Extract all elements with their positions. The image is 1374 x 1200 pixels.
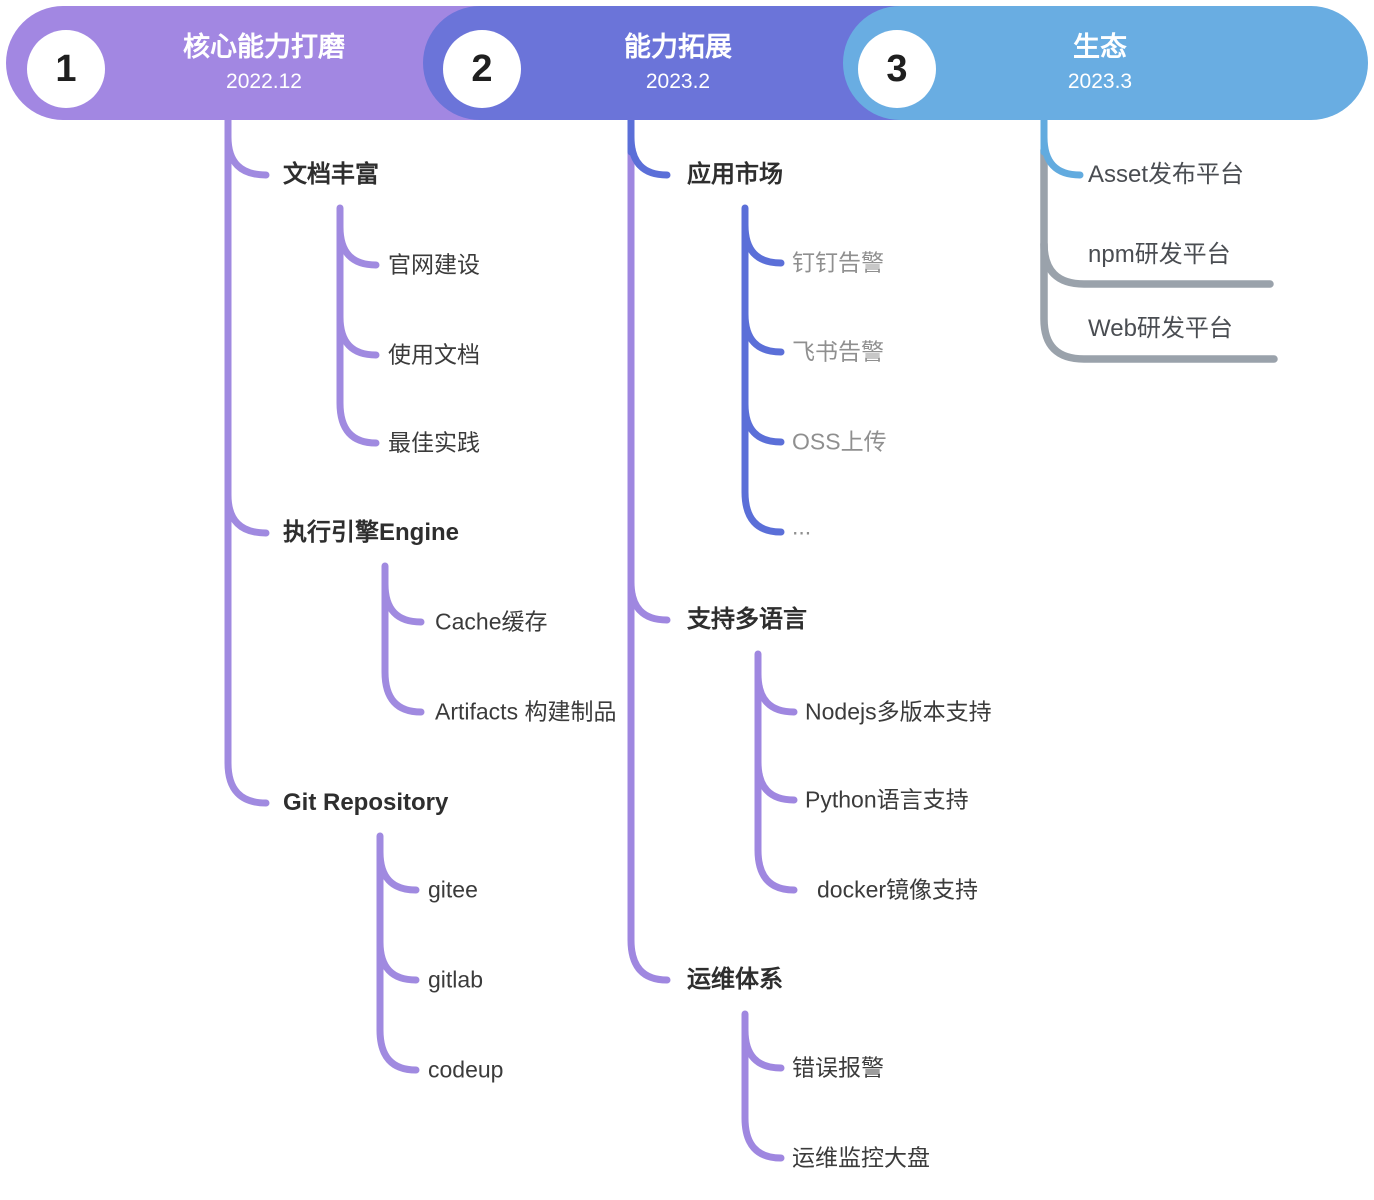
phase1-item-gitee: gitee — [428, 876, 478, 903]
phase2-item-nodejs: Nodejs多版本支持 — [805, 698, 992, 725]
phase3-branches-gray — [1040, 146, 1278, 363]
phase2-item-docker: docker镜像支持 — [817, 876, 979, 903]
phase1-item-codeup: codeup — [428, 1056, 504, 1083]
phase2-item-dingtalk-alert: 钉钉告警 — [792, 249, 884, 276]
phase-2-number-badge: 2 — [443, 30, 521, 108]
phase2-item-oss-upload: OSS上传 — [792, 428, 887, 455]
phase2-item-ellipsis: ... — [792, 513, 812, 540]
phase2-item-ops-system: 运维体系 — [687, 966, 783, 993]
phase1-item-usage-docs: 使用文档 — [388, 341, 480, 368]
phase2-item-ops-dashboard: 运维监控大盘 — [792, 1144, 930, 1171]
phase-1-title: 核心能力打磨 — [183, 31, 345, 62]
phase-3-title: 生态 — [1073, 31, 1127, 62]
phase-2-title: 能力拓展 — [624, 31, 732, 62]
phase1-item-best-practice: 最佳实践 — [388, 429, 480, 456]
phase-3-number-badge: 3 — [858, 30, 936, 108]
phase-3-pill: 3 生态 2023.3 — [843, 6, 1368, 120]
phase1-item-docs: 文档丰富 — [283, 161, 379, 188]
phase1-item-engine: 执行引擎Engine — [283, 519, 460, 546]
phase2-branches-purple — [627, 144, 798, 1162]
phase3-item-npm-platform: npm研发平台 — [1088, 241, 1231, 268]
phase1-item-cache: Cache缓存 — [435, 608, 548, 635]
phase-1-date: 2022.12 — [226, 70, 302, 94]
phase2-item-multi-language: 支持多语言 — [687, 606, 807, 633]
phase1-branches — [224, 116, 425, 1074]
phase1-item-official-site: 官网建设 — [388, 251, 480, 278]
phase2-branches-blue — [627, 114, 785, 536]
phase2-item-app-market: 应用市场 — [687, 161, 783, 188]
phase-3-date: 2023.3 — [1067, 70, 1133, 94]
phase3-item-web-platform: Web研发平台 — [1088, 315, 1233, 342]
phase1-item-gitlab: gitlab — [428, 966, 483, 993]
phase-2-date: 2023.2 — [645, 70, 711, 94]
phase1-item-git-repository: Git Repository — [283, 789, 449, 816]
phase3-branches-blue — [1040, 114, 1084, 179]
phase-1-number-badge: 1 — [27, 30, 105, 108]
phase1-item-artifacts: Artifacts 构建制品 — [435, 698, 617, 725]
phase2-item-feishu-alert: 飞书告警 — [792, 338, 884, 365]
phase2-item-error-alert: 错误报警 — [792, 1054, 884, 1081]
phase3-item-asset-platform: Asset发布平台 — [1088, 161, 1245, 188]
phase2-item-python: Python语言支持 — [805, 786, 969, 813]
